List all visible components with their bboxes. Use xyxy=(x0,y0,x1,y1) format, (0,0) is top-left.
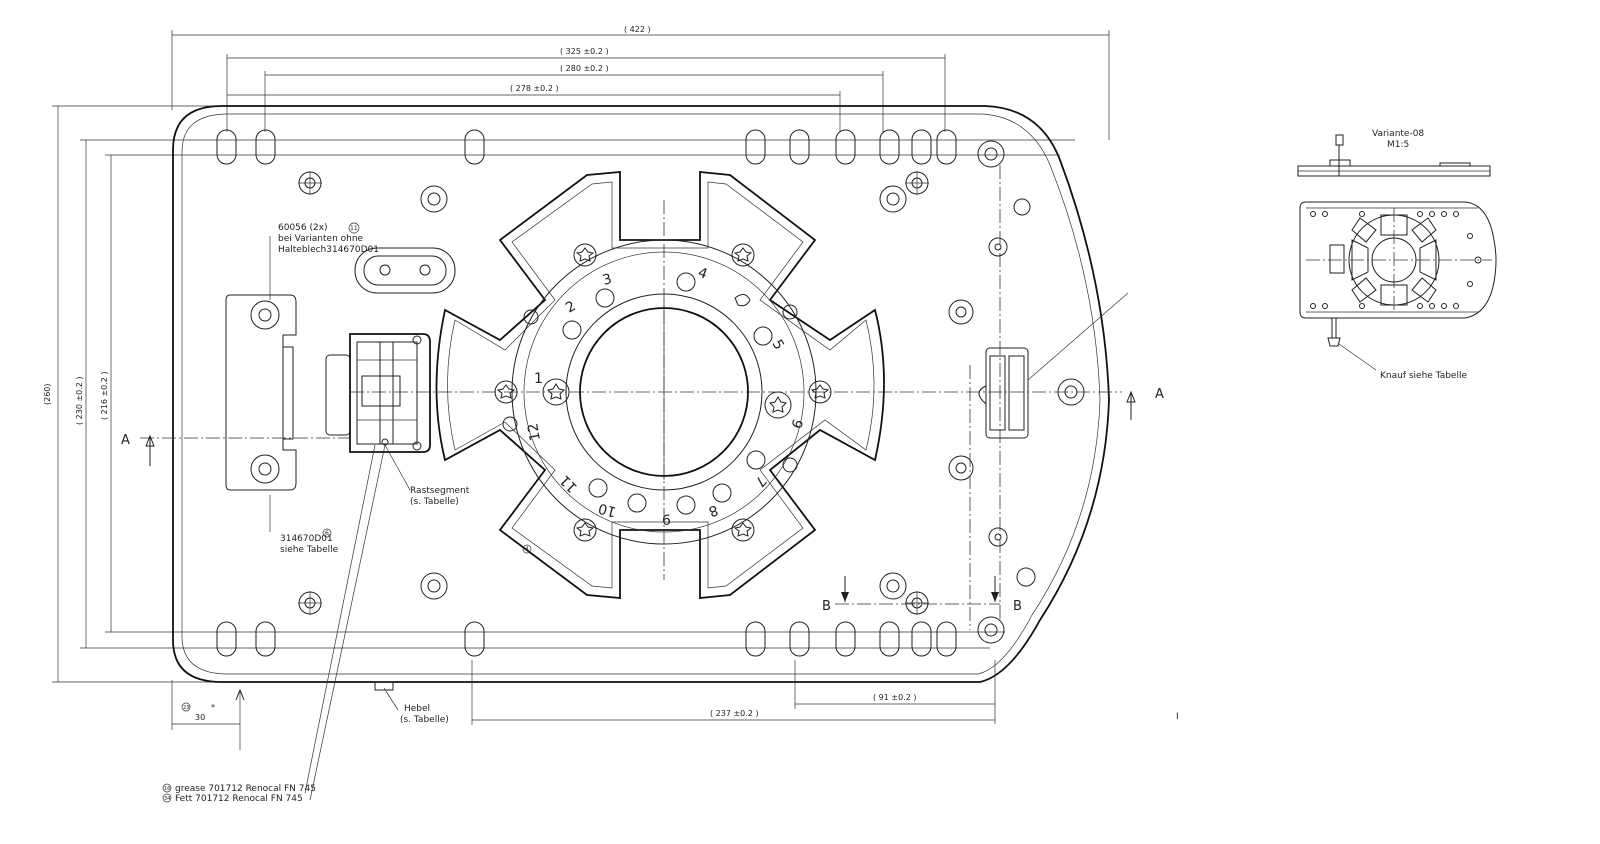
slot-holes xyxy=(216,129,957,657)
callout-60056-line1: 60056 (2x) xyxy=(278,223,328,233)
scale-number-1: 1 xyxy=(534,371,543,387)
section-mark-a-right: A xyxy=(1155,387,1164,402)
callout-314670-ref: 6 xyxy=(325,530,329,537)
offset-ref-number: 23 xyxy=(183,705,189,711)
callout-60056-line2: bei Varianten ohne xyxy=(278,234,364,244)
callout-rastsegment-line2: (s. Tabelle) xyxy=(410,497,459,507)
section-mark-b-right: B xyxy=(1013,599,1022,614)
tick-mark: I xyxy=(1176,712,1179,722)
section-mark-a-left: A xyxy=(121,433,130,448)
section-line-b: B B xyxy=(822,576,1022,614)
section-mark-b-left: B xyxy=(822,599,831,614)
callout-314670-line1: 314670D01 xyxy=(280,534,333,544)
torx-screws xyxy=(494,243,832,542)
bottom-dimensions: ( 91 ±0.2 ) ( 237 ±0.2 ) 30 * 23 xyxy=(171,660,996,750)
scale-number-6: 6 xyxy=(662,513,671,529)
dim-offset-30: 30 xyxy=(195,713,205,722)
dim-bottom-91: ( 91 ±0.2 ) xyxy=(873,693,916,702)
left-dimensions: (260) ( 230 ±0.2 ) ( 216 ±0.2 ) xyxy=(43,105,230,683)
grease-line2: Fett 701712 Renocal FN 745 xyxy=(175,794,303,804)
callout-grease: 16 34 grease 701712 Renocal FN 745 Fett … xyxy=(162,783,316,804)
dim-hole-span-325: ( 325 ±0.2 ) xyxy=(560,47,609,56)
callout-60056-line3: Halteblech314670D01 xyxy=(278,245,379,255)
callout-314670-line2: siehe Tabelle xyxy=(280,545,339,555)
scale-number-12: 12 xyxy=(525,422,544,442)
dim-height-216: ( 216 ±0.2 ) xyxy=(100,371,109,420)
scale-number-9: 9 xyxy=(787,417,805,431)
dim-offset-asterisk: * xyxy=(211,703,215,712)
callout-60056: 60056 (2x) bei Varianten ohne Halteblech… xyxy=(278,222,379,255)
top-dimensions: ( 422 ) ( 325 ±0.2 ) ( 280 ±0.2 ) ( 278 … xyxy=(171,25,1110,140)
base-plate xyxy=(172,105,1110,683)
scale-holes xyxy=(502,272,798,515)
callout-hebel-line1: Hebel xyxy=(404,704,430,714)
grease-line1: grease 701712 Renocal FN 745 xyxy=(175,784,316,794)
scale-number-10: 10 xyxy=(597,500,618,520)
variant-title-line1: Variante-08 xyxy=(1372,129,1424,139)
lever-housing xyxy=(969,165,1129,630)
variant-top-view xyxy=(1299,201,1497,371)
scale-number-3: 3 xyxy=(601,271,614,289)
dim-height-230: ( 230 ±0.2 ) xyxy=(75,376,84,425)
slot-top-row xyxy=(216,129,957,165)
ring-ref-number: 4 xyxy=(525,546,529,553)
callout-leaders xyxy=(269,236,411,801)
dim-height-260: (260) xyxy=(43,383,52,405)
scale-number-7: 7 xyxy=(751,472,769,489)
dim-hole-span-278: ( 278 ±0.2 ) xyxy=(510,84,559,93)
dim-bottom-237: ( 237 ±0.2 ) xyxy=(710,709,759,718)
callout-rastsegment-line1: Rastsegment xyxy=(410,486,470,496)
holding-bracket xyxy=(225,294,297,491)
slot-bottom-row xyxy=(216,621,957,657)
callout-314670: 314670D01 siehe Tabelle 6 xyxy=(280,528,339,555)
callout-hebel-line2: (s. Tabelle) xyxy=(400,715,449,725)
callout-hebel: Hebel (s. Tabelle) xyxy=(400,704,449,725)
scale-number-2: 2 xyxy=(563,298,579,316)
variant-knob-note: Knauf siehe Tabelle xyxy=(1380,371,1467,381)
variant-side-view xyxy=(1297,134,1491,177)
dim-overall-width: ( 422 ) xyxy=(624,25,651,34)
keyhole-slot xyxy=(354,247,456,294)
dim-hole-span-280: ( 280 ±0.2 ) xyxy=(560,64,609,73)
scale-number-11: 11 xyxy=(557,472,581,496)
rotor-ring xyxy=(435,171,885,599)
grease-ref-1: 16 xyxy=(164,786,170,792)
section-line-a: A A xyxy=(121,200,1164,580)
callout-rastsegment: Rastsegment (s. Tabelle) xyxy=(410,486,470,507)
variant-view: Variante-08 M1:5 xyxy=(1297,129,1497,381)
variant-title-line2: M1:5 xyxy=(1387,140,1409,150)
scale-number-4: 4 xyxy=(696,265,710,283)
callout-60056-ref: 11 xyxy=(350,225,358,232)
latch-segment xyxy=(325,333,431,453)
grease-ref-2: 34 xyxy=(164,796,170,802)
scale-number-8: 8 xyxy=(706,501,720,519)
